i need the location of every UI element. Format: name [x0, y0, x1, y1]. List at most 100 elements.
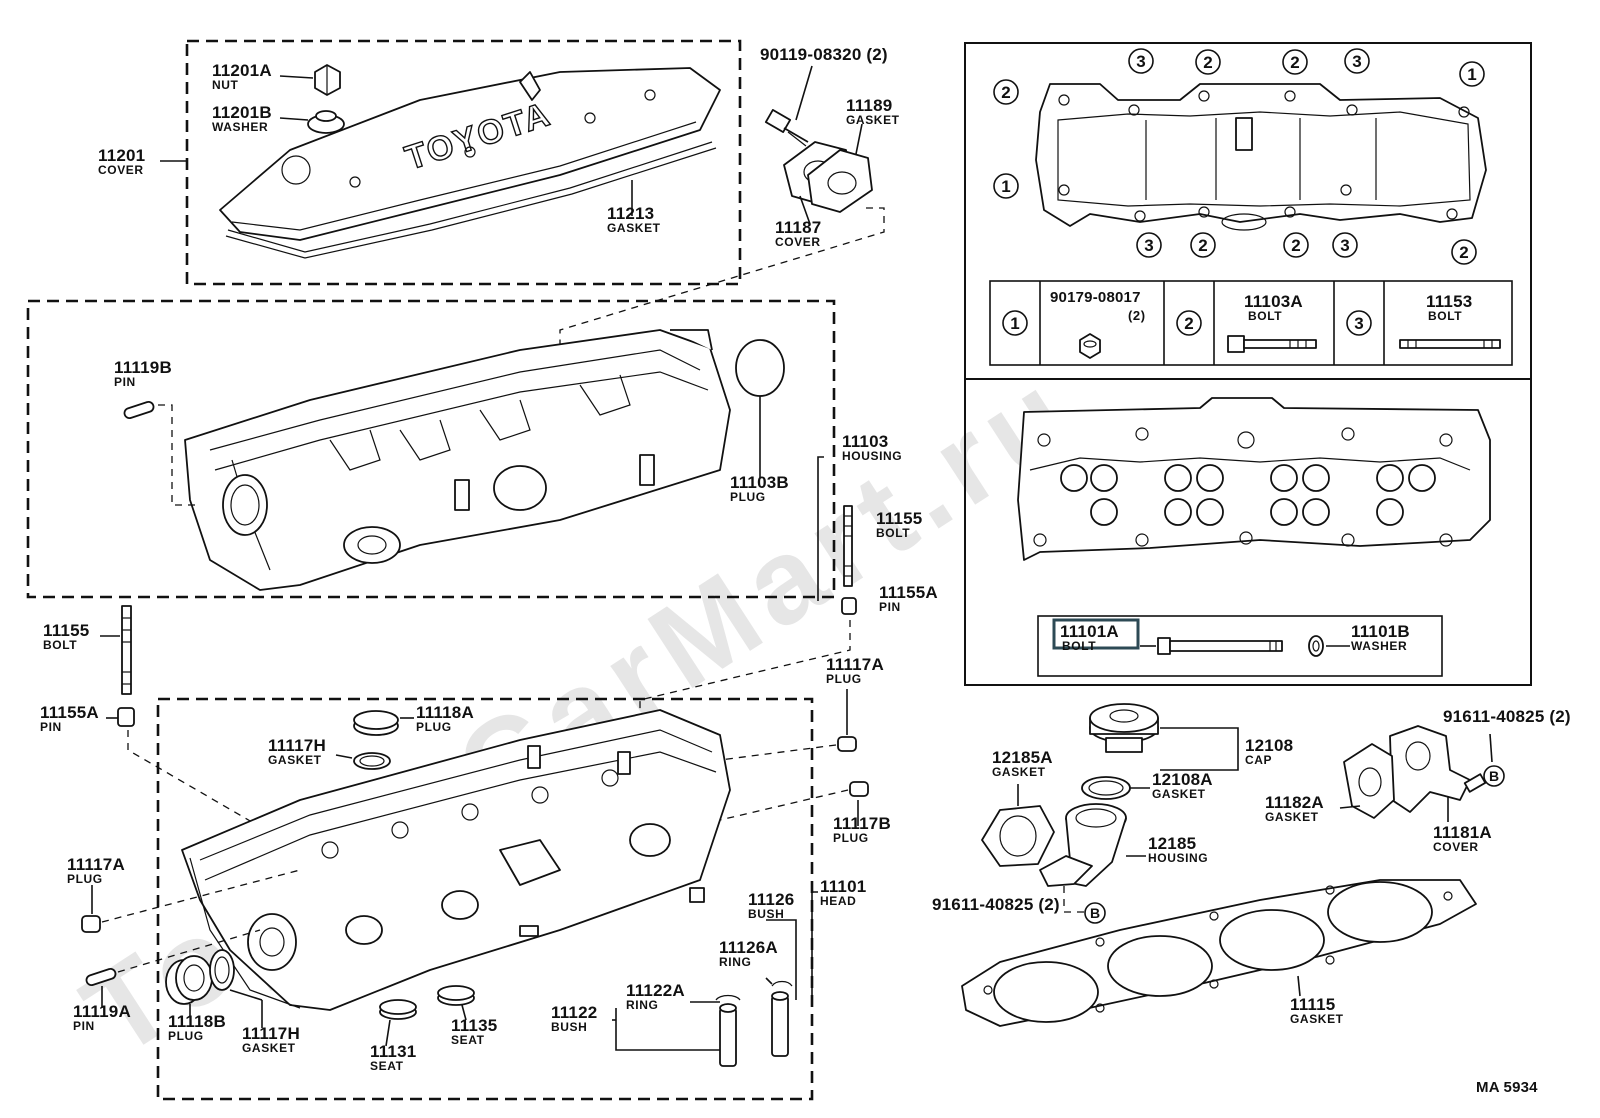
callout-name: GASKET — [992, 765, 1046, 779]
ref-marker-label: B — [1489, 768, 1499, 784]
circle-marker-ring — [1190, 232, 1216, 258]
callout-number: 11117B — [833, 814, 891, 833]
bolt-11153-icon — [1399, 339, 1501, 349]
circle-marker-ring — [1282, 49, 1308, 75]
circle-marker-label: 1 — [1467, 65, 1476, 84]
gasket-11189 — [807, 149, 873, 213]
callout-name: CAP — [1245, 753, 1272, 767]
table-name-2: BOLT — [1248, 309, 1282, 323]
callout-number: 11122A — [626, 981, 685, 1000]
callout-name: SEAT — [451, 1033, 485, 1047]
ring-11126A — [771, 980, 793, 987]
callout-name: COVER — [1433, 840, 1479, 854]
cap-12108 — [1089, 703, 1159, 753]
housing-12185 — [1039, 803, 1127, 887]
callout-name: BUSH — [748, 907, 784, 921]
callout-name: HOUSING — [1148, 851, 1208, 865]
callout-name: BOLT — [1062, 639, 1096, 653]
callout-name: RING — [626, 998, 658, 1012]
ref-marker-ring — [1483, 765, 1505, 787]
seat-11135 — [437, 985, 475, 1006]
callout-name: WASHER — [1351, 639, 1407, 653]
circle-marker-ring — [1136, 232, 1162, 258]
circle-marker-ring — [1283, 232, 1309, 258]
pin-11119A — [85, 968, 117, 986]
callout-name: PLUG — [168, 1029, 204, 1043]
callout-number: 11155 — [43, 621, 89, 640]
callout-number: 11122 — [551, 1003, 597, 1022]
circle-marker-label: 3 — [1340, 236, 1349, 255]
gasket-12185A — [981, 805, 1055, 867]
callout-number: 11117A — [826, 655, 884, 674]
gasket-11117H-top — [353, 752, 391, 770]
table-part-3: 11153 — [1426, 292, 1472, 311]
callout-name: GASKET — [607, 221, 661, 235]
washer-11201B — [307, 110, 345, 134]
circle-marker-label: 2 — [1203, 53, 1212, 72]
callout-number: 12108 — [1245, 736, 1293, 755]
gasket-12108A — [1081, 776, 1131, 800]
callout-number: 11181A — [1433, 823, 1492, 842]
circle-marker-label: 3 — [1144, 236, 1153, 255]
callout-number: 11189 — [846, 96, 892, 115]
circle-marker-ring — [1195, 49, 1221, 75]
circle-marker-ring — [993, 173, 1019, 199]
callout-number: 11155 — [876, 509, 922, 528]
bolt-table — [989, 280, 1513, 366]
plug-11117A-right — [837, 736, 857, 752]
callout-name: RING — [719, 955, 751, 969]
callout-name: SEAT — [370, 1059, 404, 1073]
callout-number: 11126A — [719, 938, 778, 957]
callout-name: PLUG — [730, 490, 766, 504]
head-gasket-11115 — [961, 879, 1477, 1027]
callout-name: GASKET — [846, 113, 900, 127]
ref-marker-label: B — [1090, 905, 1100, 921]
callout-number: 11117H — [242, 1024, 300, 1043]
callout-number: 11182A — [1265, 793, 1324, 812]
circle-marker-ring — [993, 79, 1019, 105]
callout-name: BUSH — [551, 1020, 587, 1034]
pin-11155A-left — [117, 707, 135, 727]
table-part-1: 90179-08017 — [1050, 289, 1141, 306]
callout-name: PLUG — [416, 720, 452, 734]
callout-number: 11155A — [879, 583, 938, 602]
bush-11126 — [771, 991, 789, 1057]
circle-marker-label: 1 — [1001, 177, 1010, 196]
circle-marker-label: 3 — [1352, 52, 1361, 71]
callout-number: 11119A — [73, 1002, 131, 1021]
callout-name: COVER — [98, 163, 144, 177]
callout-name: PIN — [73, 1019, 95, 1033]
callout-number: 11117A — [67, 855, 125, 874]
plug-11117B — [849, 781, 869, 797]
callout-number: 11101 — [820, 877, 866, 896]
callout-number: 11135 — [451, 1016, 497, 1035]
table-part-2: 11103A — [1244, 292, 1303, 311]
callout-number: 11115 — [1290, 995, 1335, 1014]
table-circle-3: 3 — [1354, 314, 1363, 333]
camshaft-housing — [184, 329, 731, 591]
callout-name: PLUG — [826, 672, 862, 686]
callout-name: HEAD — [820, 894, 856, 908]
callout-name: GASKET — [1152, 787, 1206, 801]
valve-cover: TOYOTA — [219, 67, 721, 259]
circle-marker-ring — [1451, 239, 1477, 265]
callout-name: GASKET — [1290, 1012, 1344, 1026]
callout-name: PIN — [879, 600, 901, 614]
plug-11118A — [353, 710, 399, 736]
pin-11119B — [123, 401, 155, 419]
callout-name: PLUG — [67, 872, 103, 886]
bolt-11155-right — [843, 505, 853, 587]
housing-group-frame — [26, 299, 836, 599]
plug-11117A-left — [81, 915, 101, 933]
circle-marker-label: 3 — [1136, 52, 1145, 71]
housing-bolt-pattern — [1035, 83, 1487, 231]
callout-number: 11118A — [416, 703, 474, 722]
callout-number: 90119-08320 (2) — [760, 45, 888, 64]
cover-group-frame — [185, 39, 742, 286]
callout-name: BOLT — [876, 526, 910, 540]
ref-markers: BB — [1084, 765, 1505, 924]
callout-number: 12185A — [992, 748, 1053, 767]
circle-marker-ring — [1344, 48, 1370, 74]
